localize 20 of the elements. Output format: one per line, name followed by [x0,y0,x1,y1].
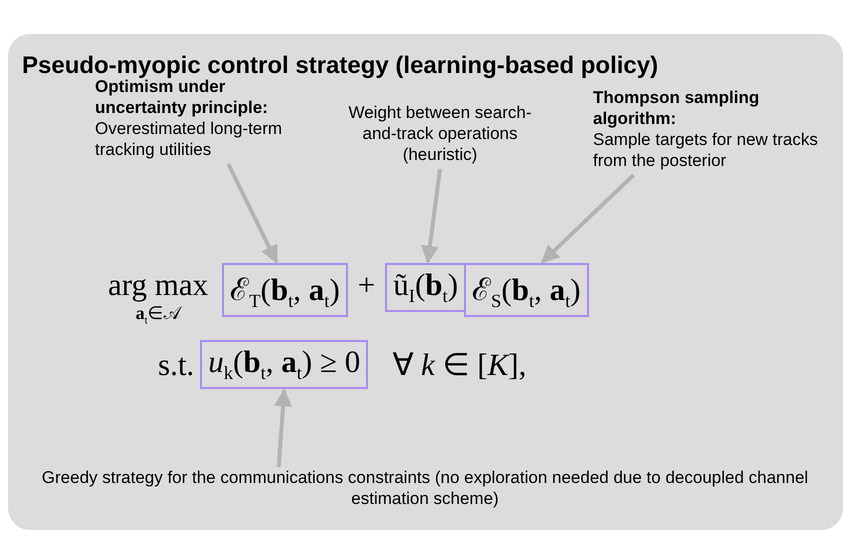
annotation-heading: Optimism under uncertainty principle: [95,77,269,118]
formula-term-box: ℰ$_{S}$(b$_{t}$, a$_{t}$) [464,263,589,318]
formula-text: arg max [108,267,208,303]
arrow [541,174,635,264]
arrow [274,388,292,468]
formula-term-box: ℰ$_{T}$(b$_{t}$, a$_{t}$) [222,263,348,318]
formula-term-box: ũ$_{I}$(b$_{t}$) [385,263,466,312]
formula-text: + [358,267,376,303]
formula-text: ∀ k ∈ [K], [392,346,526,384]
arrow [420,168,442,264]
annotation-text: Overestimated long-term tracking utilities [95,118,284,160]
annotation-text: Greedy strategy for the communications constraints (no exploration needed due to decoupled channel estimation scheme) [40,467,810,509]
formula-subscript: a$_{t}$∈𝒜 [136,303,181,329]
arrow [226,163,278,264]
annotation-heading: Thompson sampling algorithm: [593,87,760,129]
formula-term-box: u$_{k}$(b$_{t}$, a$_{t}$) ≥ 0 [200,340,368,390]
formula-text: s.t. [158,346,194,383]
annotation-text: Sample targets for new tracks from the posterior [593,129,818,171]
diagram-title: Pseudo-myopic control strategy (learning-based policy) [22,52,658,80]
annotation-text: Weight between search-and-track operations (heuristic) [345,102,535,165]
